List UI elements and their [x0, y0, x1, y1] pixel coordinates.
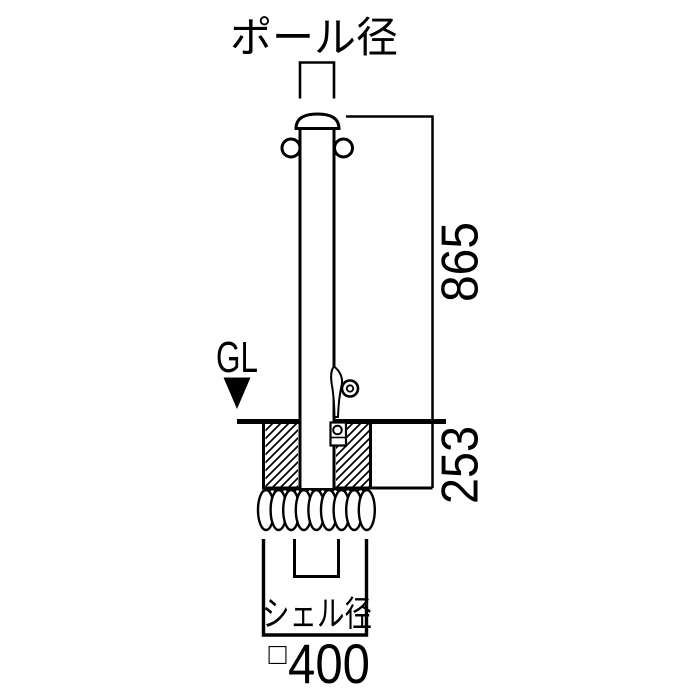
square-symbol: □ — [268, 638, 287, 671]
lock-latch-detail — [329, 365, 360, 447]
shell-diameter-bracket — [293, 539, 340, 578]
pole-ring-left-icon — [280, 137, 302, 159]
pole-cap — [294, 112, 341, 130]
dimension-label-253: 253 — [432, 426, 490, 504]
ground-level-label: GL — [216, 333, 258, 382]
foundation-size-label: □ 400 — [268, 632, 370, 695]
pole-diameter-bracket — [298, 61, 336, 99]
foundation-width-bracket — [261, 539, 369, 637]
dimension-label-865: 865 — [432, 222, 490, 302]
shell-diameter-label: シェル径 — [262, 595, 372, 634]
dimension-line-865 — [346, 115, 434, 488]
pole-diameter-label: ポール径 — [230, 14, 398, 61]
foundation-size-value: 400 — [288, 632, 370, 695]
pole-ring-right-icon — [333, 137, 354, 159]
foundation-hatch-left — [265, 424, 298, 487]
ground-level-marker-icon — [223, 377, 251, 409]
gravel-symbols — [256, 487, 376, 532]
